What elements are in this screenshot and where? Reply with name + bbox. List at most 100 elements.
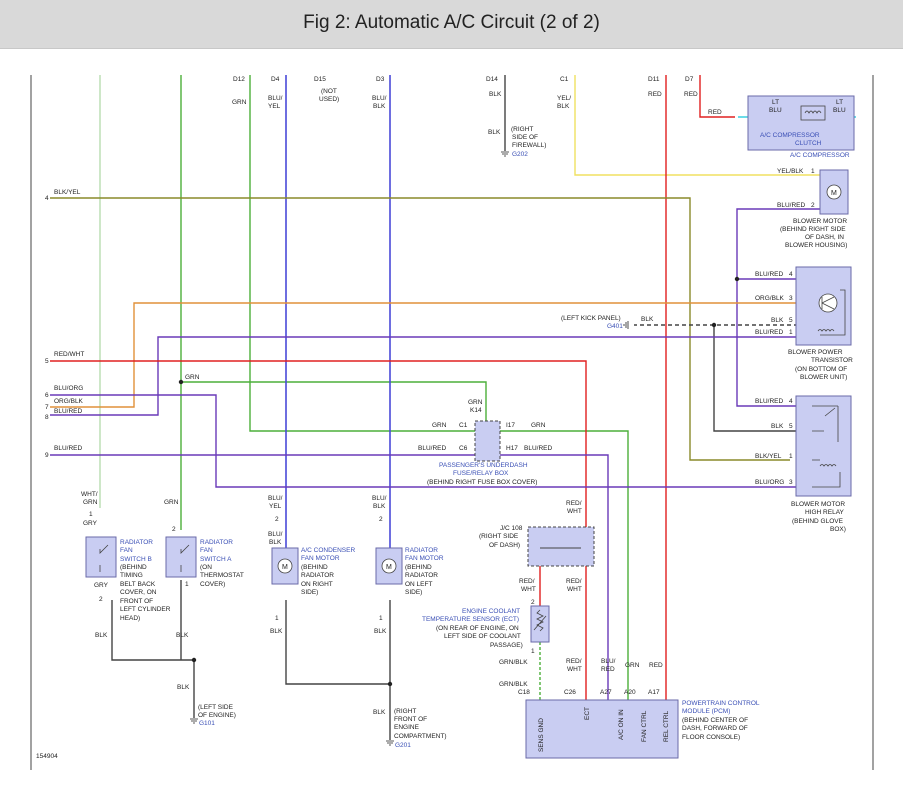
svg-text:LEFT CYLINDER: LEFT CYLINDER bbox=[120, 606, 171, 613]
svg-text:FUSE/RELAY BOX: FUSE/RELAY BOX bbox=[453, 470, 509, 477]
wire-blk-yel bbox=[50, 197, 790, 461]
ground-g401: (LEFT KICK PANEL) G401 BLK bbox=[561, 315, 654, 330]
switch-icon bbox=[99, 544, 109, 572]
svg-text:FAN: FAN bbox=[200, 547, 213, 554]
wire-label: YEL/ bbox=[557, 95, 571, 102]
svg-text:POWERTRAIN CONTROL: POWERTRAIN CONTROL bbox=[682, 700, 760, 707]
junction-connector-108: RED/ WHT J/C 108 (RIGHT SIDE OF DASH) RE… bbox=[479, 500, 595, 593]
ground-icon bbox=[623, 321, 629, 329]
svg-text:FAN MOTOR: FAN MOTOR bbox=[405, 555, 444, 562]
svg-text:YEL: YEL bbox=[269, 503, 282, 510]
svg-text:BLK/YEL: BLK/YEL bbox=[755, 453, 782, 460]
svg-text:2: 2 bbox=[811, 202, 815, 209]
svg-text:(LEFT SIDE: (LEFT SIDE bbox=[198, 704, 234, 711]
wire-yel-blk bbox=[574, 75, 822, 176]
svg-text:1: 1 bbox=[275, 615, 279, 622]
svg-text:BLK: BLK bbox=[269, 539, 282, 546]
svg-text:BLU/ORG: BLU/ORG bbox=[755, 479, 784, 486]
svg-text:(BEHIND GLOVE: (BEHIND GLOVE bbox=[792, 518, 844, 525]
wire-blu-red-motor bbox=[736, 208, 822, 407]
svg-text:5: 5 bbox=[789, 317, 793, 324]
svg-text:M: M bbox=[386, 564, 392, 571]
svg-text:5: 5 bbox=[789, 423, 793, 430]
svg-text:LT: LT bbox=[836, 99, 843, 106]
svg-text:H17: H17 bbox=[506, 445, 518, 452]
svg-text:7: 7 bbox=[45, 404, 49, 411]
svg-text:FAN MOTOR: FAN MOTOR bbox=[301, 555, 340, 562]
svg-text:(ON REAR OF ENGINE, ON: (ON REAR OF ENGINE, ON bbox=[436, 625, 519, 632]
svg-text:BLU/RED: BLU/RED bbox=[54, 408, 82, 415]
connector-label: D3 bbox=[376, 76, 385, 83]
figure-id: 154904 bbox=[36, 753, 58, 760]
junction-dot bbox=[387, 681, 393, 687]
svg-text:2: 2 bbox=[531, 599, 535, 606]
svg-text:COVER): COVER) bbox=[200, 581, 225, 588]
connector-label: D7 bbox=[685, 76, 694, 83]
svg-text:GRN: GRN bbox=[185, 374, 200, 381]
page-title: Fig 2: Automatic A/C Circuit (2 of 2) bbox=[303, 12, 600, 33]
svg-text:BLK: BLK bbox=[373, 709, 386, 716]
svg-text:BLU/: BLU/ bbox=[372, 495, 387, 502]
svg-text:A17: A17 bbox=[648, 689, 660, 696]
svg-text:OF DASH, IN: OF DASH, IN bbox=[805, 234, 844, 241]
svg-text:TEMPERATURE SENSOR (ECT): TEMPERATURE SENSOR (ECT) bbox=[422, 616, 519, 623]
ground-icon bbox=[501, 151, 509, 157]
svg-text:RED: RED bbox=[649, 662, 663, 669]
svg-text:A/C ON IN: A/C ON IN bbox=[618, 709, 625, 740]
svg-text:RED/WHT: RED/WHT bbox=[54, 351, 84, 358]
svg-text:9: 9 bbox=[45, 452, 49, 459]
relay-switch-icon bbox=[812, 405, 839, 442]
svg-text:SWITCH B: SWITCH B bbox=[120, 556, 152, 563]
svg-text:8: 8 bbox=[45, 414, 49, 421]
svg-text:GRY: GRY bbox=[83, 520, 98, 527]
junction-dot bbox=[178, 379, 184, 385]
connector-label: C1 bbox=[560, 76, 569, 83]
svg-text:BLK: BLK bbox=[176, 632, 189, 639]
blower-power-transistor: BLU/RED 4 ORG/BLK 3 BLK 5 BLU/RED 1 BLOW… bbox=[755, 266, 853, 381]
svg-text:BLU/RED: BLU/RED bbox=[524, 445, 552, 452]
svg-text:BLK: BLK bbox=[373, 503, 386, 510]
wire-label: RED bbox=[648, 91, 662, 98]
svg-text:(BEHIND: (BEHIND bbox=[405, 564, 432, 571]
svg-text:ENGINE: ENGINE bbox=[394, 724, 420, 731]
wire-label: USED) bbox=[319, 96, 339, 103]
svg-text:GRN: GRN bbox=[164, 499, 179, 506]
wire-label: (NOT bbox=[321, 88, 337, 95]
svg-text:FRONT OF: FRONT OF bbox=[394, 716, 427, 723]
underdash-fuse-relay-box: GRN GRN K14 GRN C1 I17 GRN BLU/RED C6 H1… bbox=[185, 374, 552, 486]
wire-blu-red-h17 bbox=[500, 454, 609, 700]
svg-text:OF ENGINE): OF ENGINE) bbox=[198, 712, 236, 719]
blower-motor: M YEL/BLK 1 BLU/RED 2 BLOWER MOTOR (BEHI… bbox=[777, 168, 849, 249]
left-terminals: BLK/YEL 4 RED/WHT 5 BLU/ORG 6 ORG/BLK 7 … bbox=[45, 189, 84, 459]
svg-text:BLOWER UNIT): BLOWER UNIT) bbox=[800, 374, 847, 381]
svg-text:G101: G101 bbox=[199, 720, 215, 727]
svg-text:ON RIGHT: ON RIGHT bbox=[301, 581, 333, 588]
svg-text:RED/: RED/ bbox=[519, 578, 535, 585]
svg-text:(BEHIND CENTER OF: (BEHIND CENTER OF bbox=[682, 717, 748, 724]
svg-text:WHT: WHT bbox=[567, 508, 582, 515]
svg-text:C1: C1 bbox=[459, 422, 468, 429]
svg-text:FAN CTRL: FAN CTRL bbox=[641, 710, 648, 742]
ground-g201: BLK (RIGHT FRONT OF ENGINE COMPARTMENT) … bbox=[373, 708, 446, 749]
svg-text:C18: C18 bbox=[518, 689, 530, 696]
svg-text:HIGH RELAY: HIGH RELAY bbox=[805, 509, 845, 516]
svg-text:A/C COMPRESSOR: A/C COMPRESSOR bbox=[790, 152, 850, 159]
svg-text:RED: RED bbox=[708, 109, 722, 116]
svg-text:FRONT OF: FRONT OF bbox=[120, 598, 153, 605]
svg-text:HEAD): HEAD) bbox=[120, 615, 140, 622]
svg-text:A/C COMPRESSOR: A/C COMPRESSOR bbox=[760, 132, 820, 139]
radiator-fan-switch-b: WHT/ GRN 1 GRY GRY 2 BLK RADIATOR FAN SW… bbox=[81, 491, 171, 639]
ground-g202: BLK (RIGHT SIDE OF FIREWALL) G202 bbox=[488, 126, 546, 158]
svg-text:BOX): BOX) bbox=[830, 526, 846, 533]
svg-text:(BEHIND RIGHT FUSE BOX COVER): (BEHIND RIGHT FUSE BOX COVER) bbox=[427, 479, 537, 486]
wire-org-blk bbox=[50, 302, 798, 408]
svg-text:TRANSISTOR: TRANSISTOR bbox=[811, 357, 853, 364]
wire-label: YEL bbox=[268, 103, 281, 110]
ground-icon bbox=[190, 718, 198, 724]
svg-text:A27: A27 bbox=[600, 689, 612, 696]
svg-text:BELT BACK: BELT BACK bbox=[120, 581, 156, 588]
svg-text:FLOOR CONSOLE): FLOOR CONSOLE) bbox=[682, 734, 740, 741]
svg-text:1: 1 bbox=[89, 511, 93, 518]
svg-text:BLK: BLK bbox=[641, 316, 654, 323]
wire-red-d7 bbox=[699, 75, 735, 118]
